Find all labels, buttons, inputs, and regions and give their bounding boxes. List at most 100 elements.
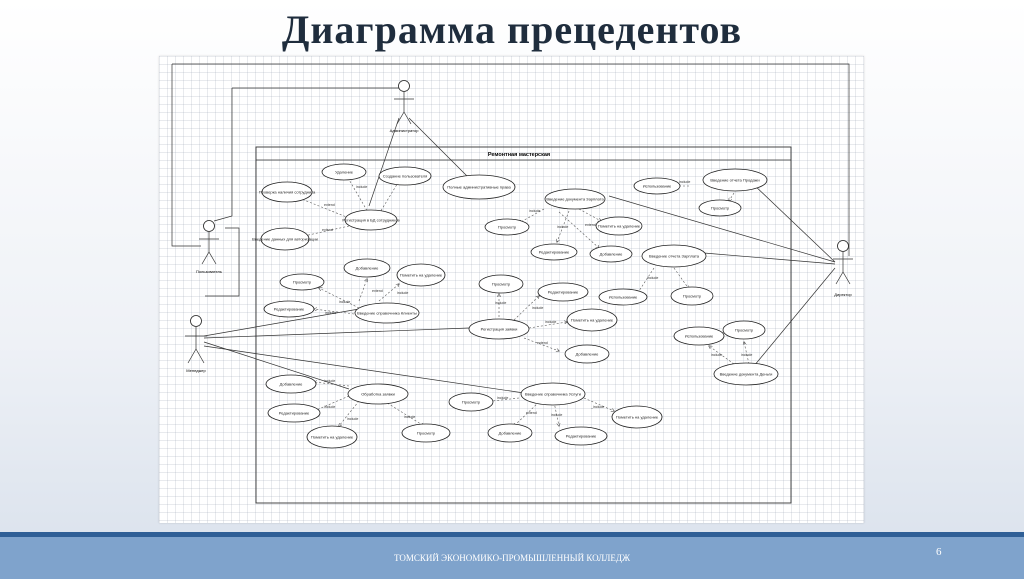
use-case[interactable]: Введение документа Зарплата <box>544 188 606 210</box>
rel-label: include <box>495 301 506 305</box>
use-case[interactable]: Просмотр <box>698 199 742 217</box>
svg-text:Введение отчета Зарплата: Введение отчета Зарплата <box>649 254 700 259</box>
svg-text:Удаление: Удаление <box>335 170 354 175</box>
svg-text:Полные административные права: Полные административные права <box>447 185 511 190</box>
use-case[interactable]: Просмотр <box>448 392 494 412</box>
use-case[interactable]: Пометить на удаление <box>595 216 643 236</box>
svg-text:Редактирование: Редактирование <box>566 434 597 439</box>
use-case[interactable]: Использование <box>598 288 648 306</box>
svg-text:Использование: Использование <box>685 334 714 339</box>
svg-text:Редактирование: Редактирование <box>539 250 570 255</box>
use-case[interactable]: Просмотр <box>722 320 766 340</box>
rel-label: include <box>347 417 358 421</box>
rel-label: include <box>325 311 336 315</box>
svg-text:Регистрация в БД сотрудников: Регистрация в БД сотрудников <box>342 218 399 223</box>
actor-director[interactable]: Директор <box>833 240 853 298</box>
svg-text:Редактирование: Редактирование <box>274 307 305 312</box>
rel-label: include <box>529 209 540 213</box>
rel-label: extend <box>585 223 596 227</box>
svg-text:Добавление: Добавление <box>600 252 623 257</box>
use-case[interactable]: Введение справочника Клиенты <box>354 302 420 324</box>
use-case[interactable]: Проверка наличия сотрудника <box>259 181 316 203</box>
svg-text:Добавление: Добавление <box>280 382 303 387</box>
actor-director-label: Директор <box>834 292 852 297</box>
actor-user-label: Пользователь <box>196 269 222 274</box>
svg-text:Редактирование: Редактирование <box>279 411 310 416</box>
use-case[interactable]: Просмотр <box>478 274 524 294</box>
use-case[interactable]: Введение справочника Услуги <box>520 382 586 406</box>
use-case[interactable]: Использование <box>673 326 725 346</box>
use-case[interactable]: Регистрация в БД сотрудников <box>342 209 400 231</box>
use-case[interactable]: Редактирование <box>537 282 589 302</box>
use-case[interactable]: Регистрация заявки <box>468 318 530 340</box>
use-case[interactable]: Удаление <box>321 163 367 181</box>
use-case[interactable]: Редактирование <box>554 426 608 446</box>
system-boundary <box>255 146 792 504</box>
svg-text:Пометить на удаление: Пометить на удаление <box>571 318 614 323</box>
actor-admin[interactable]: Администратор <box>390 80 420 134</box>
rel-label: extend <box>526 411 537 415</box>
page-number: 6 <box>936 546 942 558</box>
use-cases[interactable]: Удаление Создание пользователя Полные ад… <box>252 163 779 449</box>
rel-label: include <box>557 225 568 229</box>
use-case[interactable]: Добавление <box>343 258 391 278</box>
use-case[interactable]: Добавление <box>265 374 317 394</box>
rel-label: include <box>356 185 367 189</box>
svg-text:Проверка наличия сотрудника: Проверка наличия сотрудника <box>259 190 316 195</box>
use-case[interactable]: Создание пользователя <box>378 166 432 186</box>
use-case[interactable]: Введение данных для авторизации <box>252 227 318 251</box>
svg-text:Просмотр: Просмотр <box>492 282 511 287</box>
svg-text:Пометить на удаление: Пометить на удаление <box>311 435 354 440</box>
rel-label: include <box>324 405 335 409</box>
use-case-diagram: Ремонтная мастерская Администратор Польз… <box>159 56 864 523</box>
svg-text:Просмотр: Просмотр <box>417 431 436 436</box>
use-case[interactable]: Пометить на удаление <box>396 263 446 287</box>
rel-label: include <box>741 353 752 357</box>
use-case[interactable]: Введение отчета Продажи <box>702 168 768 192</box>
actor-user[interactable]: Пользователь <box>196 220 222 275</box>
use-case[interactable]: Просмотр <box>279 273 325 291</box>
svg-text:Введение данных для авторизаци: Введение данных для авторизации <box>252 237 318 242</box>
slide-title: Диаграмма прецедентов <box>281 7 743 52</box>
use-case[interactable]: Редактирование <box>263 300 315 318</box>
svg-text:Использование: Использование <box>643 184 672 189</box>
svg-text:Добавление: Добавление <box>499 431 522 436</box>
svg-text:Добавление: Добавление <box>356 266 379 271</box>
actor-manager[interactable]: Менеджер <box>185 315 207 374</box>
rel-label: include <box>551 413 562 417</box>
svg-text:Введение документа Деньги: Введение документа Деньги <box>720 372 773 377</box>
use-case[interactable]: Использование <box>633 177 681 195</box>
use-case[interactable]: Обработка заявки <box>347 383 409 405</box>
rel-label: extend <box>322 228 333 232</box>
system-boundary-label: Ремонтная мастерская <box>488 152 550 158</box>
svg-text:Введение справочника Клиенты: Введение справочника Клиенты <box>357 311 417 316</box>
use-case[interactable]: Добавление <box>564 344 610 364</box>
use-case[interactable]: Просмотр <box>484 218 530 236</box>
svg-text:Просмотр: Просмотр <box>683 294 702 299</box>
use-case[interactable]: Добавление <box>589 245 633 263</box>
svg-text:Введение документа Зарплата: Введение документа Зарплата <box>546 197 604 202</box>
svg-text:Просмотр: Просмотр <box>293 280 312 285</box>
use-case[interactable]: Редактирование <box>267 403 321 423</box>
svg-text:Просмотр: Просмотр <box>462 400 481 405</box>
use-case[interactable]: Редактирование <box>530 243 578 261</box>
footer-band <box>0 532 1024 579</box>
use-case[interactable]: Пометить на удаление <box>566 308 618 332</box>
svg-text:Введение справочника Услуги: Введение справочника Услуги <box>525 392 581 397</box>
svg-text:Обработка заявки: Обработка заявки <box>361 392 395 397</box>
relation-labels: include extend extend include include ex… <box>322 180 752 421</box>
actor-admin-label: Администратор <box>390 128 420 133</box>
rel-label: extend <box>537 341 548 345</box>
use-case[interactable]: Добавление <box>487 423 533 443</box>
use-case[interactable]: Введение документа Деньги <box>713 362 779 386</box>
rel-label: include <box>711 353 722 357</box>
rel-label: extend <box>324 203 335 207</box>
use-case[interactable]: Введение отчета Зарплата <box>641 244 707 268</box>
rel-label: include <box>404 415 415 419</box>
use-case[interactable]: Просмотр <box>670 286 714 306</box>
svg-text:Добавление: Добавление <box>576 352 599 357</box>
use-case[interactable]: Пометить на удаление <box>306 425 358 449</box>
use-case[interactable]: Просмотр <box>401 423 451 443</box>
use-case[interactable]: Пометить на удаление <box>611 405 663 429</box>
use-case[interactable]: Полные административные права <box>442 174 516 200</box>
